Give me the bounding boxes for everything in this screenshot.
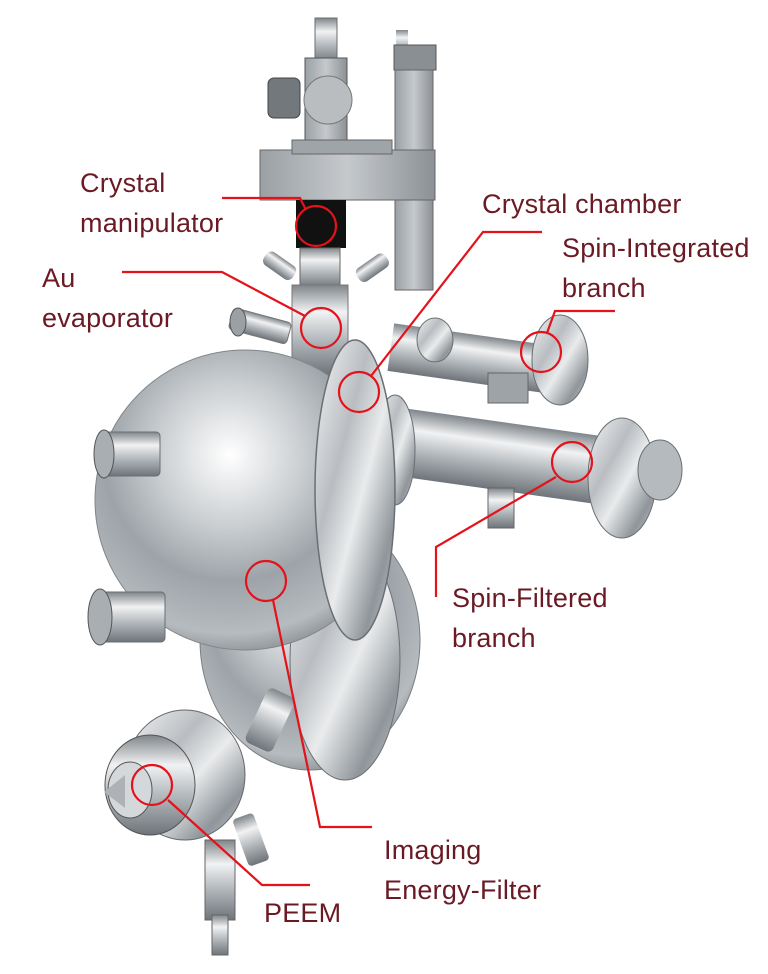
label-line: Spin-Filtered: [452, 583, 608, 613]
label-line: branch: [562, 273, 646, 303]
leader-au-evaporator: [122, 270, 306, 317]
leader-crystal-manipulator: [222, 196, 307, 211]
label-spin-integrated-branch: Spin-Integrated branch: [562, 228, 750, 308]
peem-render: [104, 688, 295, 956]
label-line: Crystal chamber: [482, 189, 682, 219]
label-line: manipulator: [80, 208, 224, 238]
spin-filtered-branch-render: [356, 394, 683, 539]
leader-spin-integrated-branch: [545, 309, 615, 334]
label-au-evaporator: Au evaporator: [42, 258, 173, 338]
label-spin-filtered-branch: Spin-Filtered branch: [452, 578, 608, 658]
label-line: Imaging: [384, 835, 482, 865]
leader-peem: [167, 799, 310, 887]
leader-crystal-chamber: [370, 230, 542, 377]
label-line: Spin-Integrated: [562, 233, 750, 263]
marker-au-evaporator: [299, 306, 343, 350]
leader-spin-filtered-branch: [434, 476, 557, 597]
label-peem: PEEM: [264, 893, 341, 933]
label-imaging-energy-filter: Imaging Energy-Filter: [384, 830, 541, 910]
marker-spin-filtered-branch: [550, 440, 594, 484]
label-line: branch: [452, 623, 536, 653]
manipulator-render: [228, 17, 437, 376]
label-line: Energy-Filter: [384, 875, 542, 905]
marker-spin-integrated-branch: [519, 330, 563, 374]
label-line: Au: [42, 263, 76, 293]
label-crystal-manipulator: Crystal manipulator: [80, 163, 223, 243]
label-line: PEEM: [264, 898, 342, 928]
label-crystal-chamber: Crystal chamber: [482, 184, 682, 224]
callout-lines: [122, 196, 615, 887]
label-line: Crystal: [80, 168, 166, 198]
marker-peem: [130, 763, 174, 807]
spin-integrated-branch-render: [387, 314, 589, 406]
marker-crystal-chamber: [337, 370, 381, 414]
marker-crystal-manipulator: [294, 204, 338, 248]
marker-imaging-energy-filter: [244, 559, 288, 603]
leader-imaging-energy-filter: [271, 599, 372, 829]
label-line: evaporator: [42, 303, 174, 333]
hemispherical-analyzer-render: [87, 339, 396, 651]
